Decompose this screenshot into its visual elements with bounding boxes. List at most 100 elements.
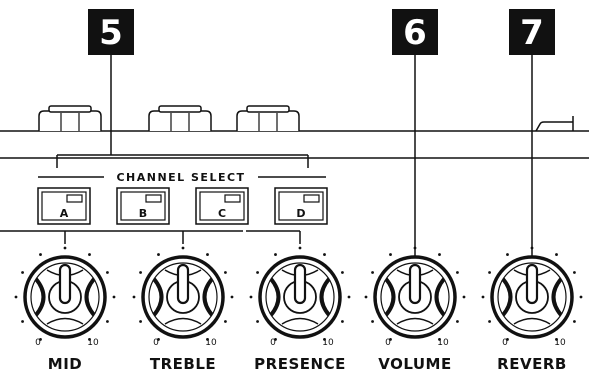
channel-button-a[interactable]: A — [37, 187, 91, 225]
svg-text:A: A — [60, 207, 69, 220]
knob-pointer — [525, 263, 539, 305]
scale-dot — [21, 271, 24, 274]
scale-min-label: 0 — [153, 338, 159, 348]
scale-dot — [39, 338, 42, 341]
scale-dot — [506, 338, 509, 341]
svg-text:7: 7 — [520, 13, 544, 53]
knob-label: MID — [48, 355, 82, 373]
scale-dot — [206, 253, 209, 256]
scale-min-label: 0 — [270, 338, 276, 348]
scale-dot — [14, 295, 18, 299]
scale-dot — [181, 246, 185, 250]
knob-label: PRESENCE — [254, 355, 346, 373]
footswitch — [38, 105, 102, 131]
callout-5: 5 — [56, 9, 309, 168]
scale-min-label: 0 — [35, 338, 41, 348]
scale-dot — [249, 295, 253, 299]
scale-dot — [274, 338, 277, 341]
knob-label: VOLUME — [378, 355, 451, 373]
scale-dot — [555, 253, 558, 256]
scale-dot — [224, 320, 227, 323]
svg-text:C: C — [218, 207, 226, 220]
scale-max-label: 10 — [87, 338, 99, 348]
scale-dot — [106, 320, 109, 323]
knob-pointer — [58, 263, 72, 305]
scale-dot — [413, 246, 417, 250]
scale-dot — [371, 271, 374, 274]
svg-text:6: 6 — [403, 13, 427, 53]
channel-led — [145, 194, 162, 203]
scale-dot — [206, 338, 209, 341]
scale-dot — [256, 271, 259, 274]
scale-dot — [21, 320, 24, 323]
callout-6: 6 — [392, 9, 438, 262]
scale-dot — [157, 338, 160, 341]
scale-dot — [341, 320, 344, 323]
scale-dot — [481, 295, 485, 299]
panel-tab — [535, 121, 573, 132]
channel-led — [66, 194, 83, 203]
scale-dot — [88, 338, 91, 341]
scale-dot — [88, 253, 91, 256]
svg-text:B: B — [139, 207, 147, 220]
footswitch — [148, 105, 212, 131]
scale-dot — [364, 295, 368, 299]
scale-min-label: 0 — [502, 338, 508, 348]
scale-dot — [530, 246, 534, 250]
footswitch — [236, 105, 300, 131]
scale-max-label: 10 — [554, 338, 566, 348]
channel-button-d[interactable]: D — [274, 187, 328, 225]
scale-dot — [139, 320, 142, 323]
scale-max-label: 10 — [205, 338, 217, 348]
scale-dot — [456, 271, 459, 274]
scale-dot — [132, 295, 136, 299]
channel-button-c[interactable]: C — [195, 187, 249, 225]
scale-dot — [488, 271, 491, 274]
scale-dot — [371, 320, 374, 323]
scale-dot — [274, 253, 277, 256]
scale-dot — [256, 320, 259, 323]
scale-dot — [323, 338, 326, 341]
scale-dot — [323, 253, 326, 256]
scale-max-label: 10 — [437, 338, 449, 348]
scale-dot — [112, 295, 116, 299]
channel-button-b[interactable]: B — [116, 187, 170, 225]
scale-dot — [462, 295, 466, 299]
scale-dot — [224, 271, 227, 274]
knob-bracket — [0, 230, 301, 244]
scale-dot — [506, 253, 509, 256]
knob-label: TREBLE — [150, 355, 216, 373]
scale-dot — [389, 253, 392, 256]
scale-min-label: 0 — [385, 338, 391, 348]
callout-7: 7 — [509, 9, 555, 262]
svg-text:5: 5 — [99, 13, 123, 53]
knob-pointer — [293, 263, 307, 305]
scale-dot — [230, 295, 234, 299]
scale-dot — [456, 320, 459, 323]
channel-select-label: CHANNEL SELECT — [116, 171, 245, 184]
scale-dot — [341, 271, 344, 274]
scale-dot — [39, 253, 42, 256]
svg-text:D: D — [296, 207, 305, 220]
scale-dot — [579, 295, 583, 299]
knob-pointer — [408, 263, 422, 305]
scale-dot — [488, 320, 491, 323]
knob-label: REVERB — [497, 355, 567, 373]
channel-led — [303, 194, 320, 203]
scale-dot — [106, 271, 109, 274]
scale-dot — [347, 295, 351, 299]
knob-pointer — [176, 263, 190, 305]
scale-dot — [63, 246, 67, 250]
channel-led — [224, 194, 241, 203]
scale-dot — [389, 338, 392, 341]
scale-dot — [438, 338, 441, 341]
scale-dot — [555, 338, 558, 341]
scale-dot — [139, 271, 142, 274]
scale-dot — [157, 253, 160, 256]
